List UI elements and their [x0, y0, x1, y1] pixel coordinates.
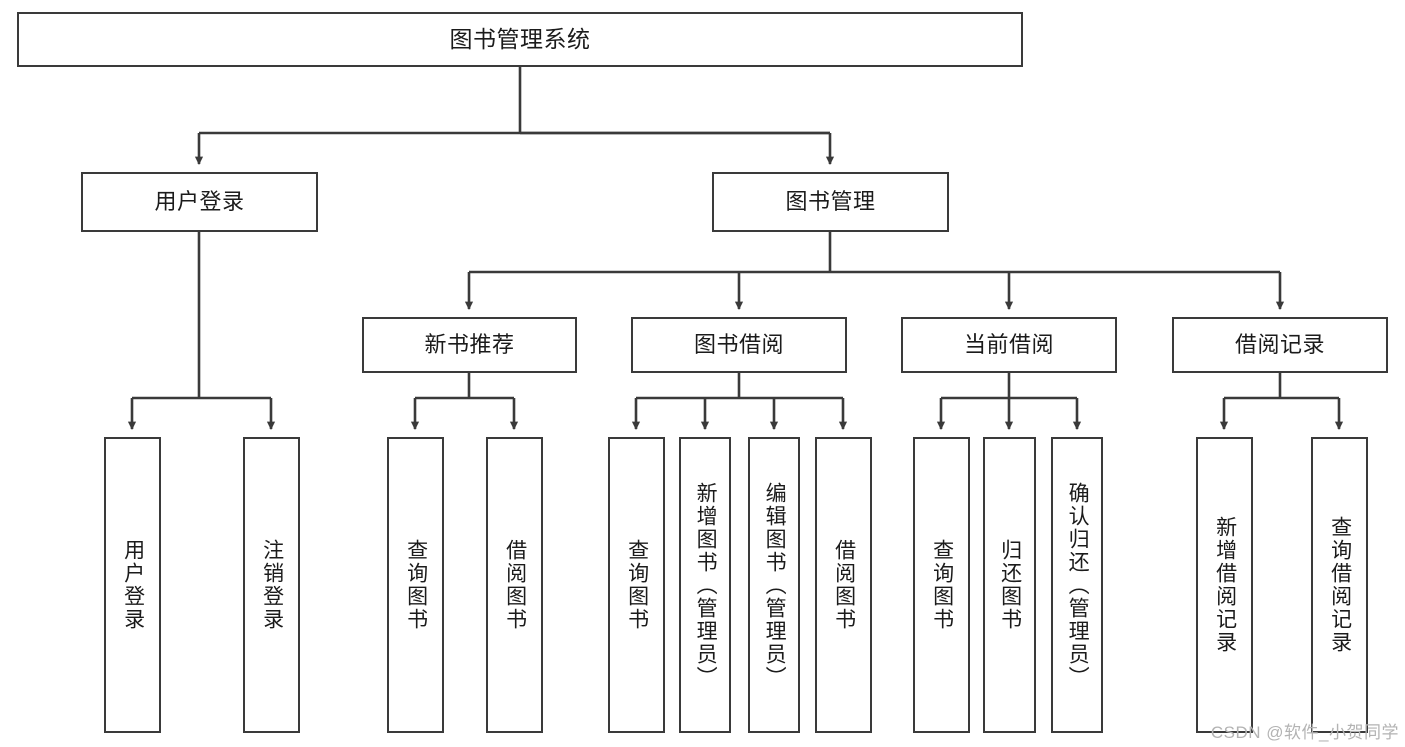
- node-book-borrow[interactable]: 图书借阅: [631, 317, 847, 373]
- leaf-confirm-return[interactable]: 确认归还（管理员）: [1051, 437, 1103, 733]
- leaf-edit-book[interactable]: 编辑图书（管理员）: [748, 437, 800, 733]
- node-book-manage-label: 图书管理: [785, 188, 876, 214]
- node-borrow-record[interactable]: 借阅记录: [1172, 317, 1388, 373]
- leaf-user-login-label: 用户登录: [121, 539, 145, 631]
- leaf-return-book[interactable]: 归还图书: [983, 437, 1036, 733]
- node-user-login-label: 用户登录: [154, 188, 245, 214]
- leaf-return-book-label: 归还图书: [998, 539, 1022, 631]
- leaf-user-login[interactable]: 用户登录: [104, 437, 161, 733]
- leaf-add-book-label: 新增图书（管理员）: [694, 481, 718, 689]
- leaf-logout[interactable]: 注销登录: [243, 437, 300, 733]
- node-root-label: 图书管理系统: [449, 25, 591, 52]
- leaf-edit-book-label: 编辑图书（管理员）: [763, 481, 787, 689]
- leaf-query-record-label: 查询借阅记录: [1328, 516, 1352, 654]
- node-root[interactable]: 图书管理系统: [17, 12, 1023, 67]
- leaf-add-record[interactable]: 新增借阅记录: [1196, 437, 1253, 733]
- leaf-query-book-3-label: 查询图书: [930, 539, 954, 631]
- node-user-login[interactable]: 用户登录: [81, 172, 318, 232]
- leaf-query-book-2-label: 查询图书: [625, 539, 649, 631]
- node-book-manage[interactable]: 图书管理: [712, 172, 949, 232]
- leaf-query-book-1-label: 查询图书: [404, 539, 428, 631]
- leaf-query-book-3[interactable]: 查询图书: [913, 437, 970, 733]
- leaf-add-book[interactable]: 新增图书（管理员）: [679, 437, 731, 733]
- leaf-borrow-book-1[interactable]: 借阅图书: [486, 437, 543, 733]
- node-new-book-rec-label: 新书推荐: [424, 331, 515, 357]
- leaf-query-book-1[interactable]: 查询图书: [387, 437, 444, 733]
- node-borrow-record-label: 借阅记录: [1234, 331, 1325, 357]
- node-new-book-rec[interactable]: 新书推荐: [362, 317, 577, 373]
- node-current-borrow[interactable]: 当前借阅: [901, 317, 1117, 373]
- node-current-borrow-label: 当前借阅: [963, 331, 1054, 357]
- leaf-add-record-label: 新增借阅记录: [1213, 516, 1237, 654]
- leaf-borrow-book-1-label: 借阅图书: [503, 539, 527, 631]
- csdn-watermark: CSDN @软件_小贺同学: [1210, 723, 1399, 742]
- leaf-confirm-return-label: 确认归还（管理员）: [1066, 481, 1090, 689]
- node-book-borrow-label: 图书借阅: [693, 331, 784, 357]
- leaf-logout-label: 注销登录: [260, 539, 284, 631]
- leaf-query-book-2[interactable]: 查询图书: [608, 437, 665, 733]
- leaf-query-record[interactable]: 查询借阅记录: [1311, 437, 1368, 733]
- leaf-borrow-book-2-label: 借阅图书: [832, 539, 856, 631]
- leaf-borrow-book-2[interactable]: 借阅图书: [815, 437, 872, 733]
